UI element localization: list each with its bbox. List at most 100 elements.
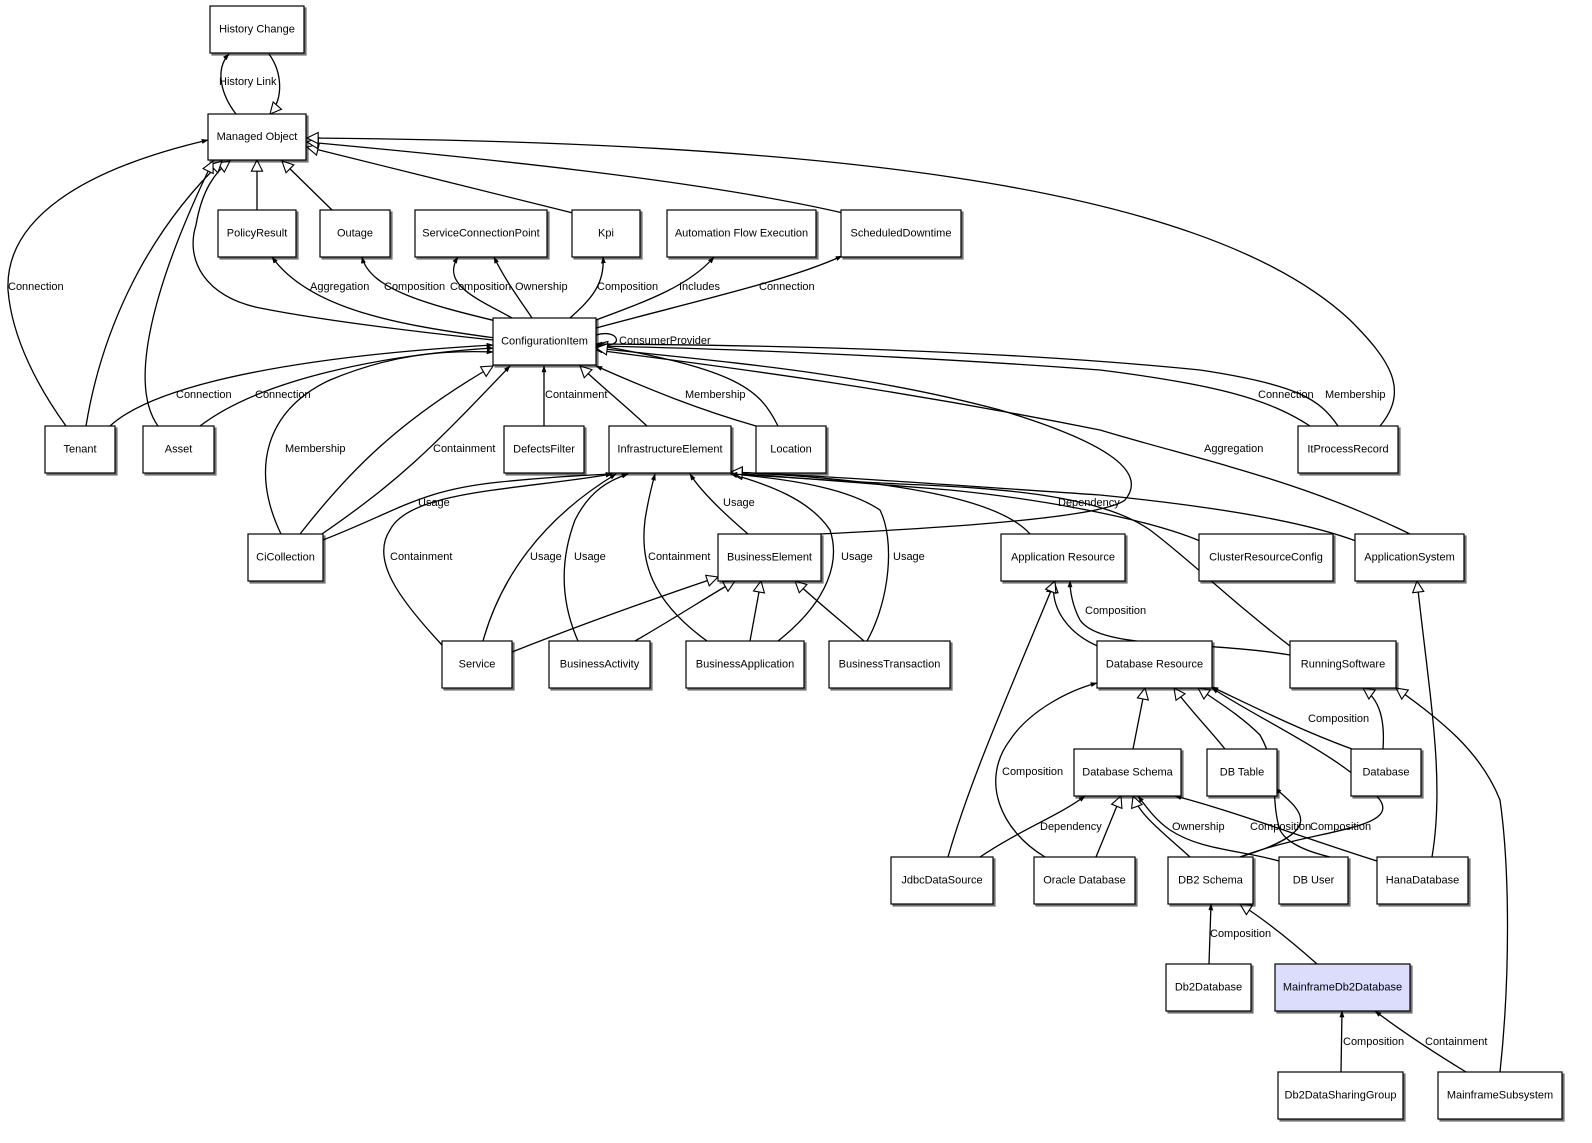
node-history-change[interactable]: History Change (209, 5, 307, 56)
node-location[interactable]: Location (755, 425, 829, 476)
node-db2-data-sharing-group[interactable]: Db2DataSharingGroup (1277, 1071, 1406, 1122)
edge-line (1132, 688, 1145, 750)
node-box (441, 640, 513, 689)
node-label: Db2DataSharingGroup (1285, 1090, 1397, 1102)
node-business-transaction[interactable]: BusinessTransaction (828, 640, 953, 691)
edge-line (1208, 903, 1214, 965)
edge-line (1174, 795, 1378, 862)
node-cluster-resource-config[interactable]: ClusterResourceConfig (1198, 533, 1336, 584)
node-database[interactable]: Database (1350, 748, 1424, 799)
node-database-resource[interactable]: Database Resource (1096, 640, 1215, 691)
edge-label: Usage (893, 551, 925, 563)
edge-e-db-dr: Composition (1211, 686, 1369, 750)
node-label: DefectsFilter (513, 444, 575, 456)
edge-e-itpr-mo (307, 138, 1396, 427)
edge-e-cic-ci-memb: Membership (264, 349, 494, 535)
node-policy-result[interactable]: PolicyResult (217, 209, 299, 260)
node-hana-database[interactable]: HanaDatabase (1376, 856, 1471, 907)
node-application-resource[interactable]: Application Resource (1000, 533, 1128, 584)
edge-line (1067, 580, 1291, 656)
edge-e-itpr-ci-conn: Connection (595, 343, 1314, 427)
edge-label: Usage (723, 497, 755, 509)
edge-label: Composition (1308, 713, 1369, 725)
edge-line (268, 53, 280, 114)
edge-e-service-ie-cont: Containment (383, 472, 613, 646)
node-managed-object[interactable]: Managed Object (207, 113, 309, 163)
node-tenant[interactable]: Tenant (44, 425, 118, 476)
edge-label: Dependency (1040, 821, 1102, 833)
edge-e-ba-ie-usage: Usage (563, 473, 629, 642)
edge-e-mdb2-db2s (1240, 904, 1318, 965)
node-box (840, 209, 962, 258)
node-it-process-record[interactable]: ItProcessRecord (1297, 425, 1401, 476)
node-box (1376, 856, 1469, 905)
node-label: RunningSoftware (1301, 659, 1385, 671)
node-box (1437, 1071, 1563, 1120)
node-jdbc-data-source[interactable]: JdbcDataSource (890, 856, 996, 907)
node-mainframe-subsystem[interactable]: MainframeSubsystem (1437, 1071, 1565, 1122)
node-defects-filter[interactable]: DefectsFilter (503, 425, 587, 476)
node-label: Database Resource (1106, 659, 1203, 671)
node-business-application[interactable]: BusinessApplication (685, 640, 807, 691)
node-mainframe-db2-database[interactable]: MainframeDb2Database (1274, 963, 1413, 1014)
edge-line (1417, 581, 1438, 858)
edge-line (299, 366, 493, 535)
edge-line (595, 343, 1311, 427)
node-label: Database Schema (1082, 767, 1173, 779)
edge-e-oracle-ds (1095, 796, 1121, 858)
node-oracle-database[interactable]: Oracle Database (1033, 856, 1138, 907)
node-kpi[interactable]: Kpi (571, 209, 643, 260)
node-outage[interactable]: Outage (319, 209, 393, 260)
edge-line (383, 472, 613, 646)
node-box (717, 533, 822, 582)
edge-line (1133, 796, 1191, 858)
node-label: Database (1362, 767, 1409, 779)
node-business-activity[interactable]: BusinessActivity (548, 640, 653, 691)
node-db-table[interactable]: DB Table (1206, 748, 1280, 799)
node-service[interactable]: Service (441, 640, 515, 691)
node-running-software[interactable]: RunningSoftware (1289, 640, 1399, 691)
edge-line (595, 256, 715, 321)
edge-line (1240, 904, 1318, 965)
node-box (44, 425, 116, 474)
node-db-user[interactable]: DB User (1278, 856, 1351, 907)
edge-label: Composition (597, 281, 658, 293)
node-label: Db2Database (1175, 982, 1242, 994)
node-label: Tenant (63, 444, 96, 456)
edge-label: Connection (255, 389, 311, 401)
node-business-element[interactable]: BusinessElement (717, 533, 824, 584)
edge-e-cic-ci-inh (299, 366, 493, 535)
node-label: ScheduledDowntime (851, 228, 952, 240)
edge-line (85, 161, 222, 427)
node-label: Kpi (598, 228, 614, 240)
node-db2-schema[interactable]: DB2 Schema (1167, 856, 1256, 907)
node-database-schema[interactable]: Database Schema (1073, 748, 1184, 799)
node-box (217, 209, 297, 258)
node-application-system[interactable]: ApplicationSystem (1354, 533, 1467, 584)
node-service-connection-point[interactable]: ServiceConnectionPoint (414, 209, 550, 260)
node-scheduled-downtime[interactable]: ScheduledDowntime (840, 209, 964, 260)
edge-e-ci-kpi: Composition (569, 256, 658, 319)
node-asset[interactable]: Asset (142, 425, 217, 476)
node-label: BusinessActivity (560, 659, 640, 671)
node-label: Application Resource (1011, 552, 1115, 564)
node-configuration-item[interactable]: ConfigurationItem (492, 317, 599, 368)
edge-label: Connection (759, 281, 815, 293)
node-box (209, 5, 305, 54)
node-label: ApplicationSystem (1364, 552, 1455, 564)
node-box (1297, 425, 1399, 474)
node-box (207, 113, 307, 161)
edge-line (109, 342, 494, 427)
edge-line (634, 581, 735, 642)
edge-e-db2db-db2s: Composition (1208, 903, 1271, 965)
edge-label: Includes (679, 281, 720, 293)
node-label: BusinessApplication (696, 659, 794, 671)
edge-line (1095, 796, 1121, 858)
node-box (142, 425, 215, 474)
node-ci-collection[interactable]: CiCollection (247, 533, 326, 584)
node-db2-database[interactable]: Db2Database (1165, 963, 1254, 1014)
edge-e-jdbc-ar (947, 581, 1055, 858)
node-automation-flow-execution[interactable]: Automation Flow Execution (666, 209, 819, 260)
node-infrastructure-element[interactable]: InfrastructureElement (608, 425, 734, 476)
